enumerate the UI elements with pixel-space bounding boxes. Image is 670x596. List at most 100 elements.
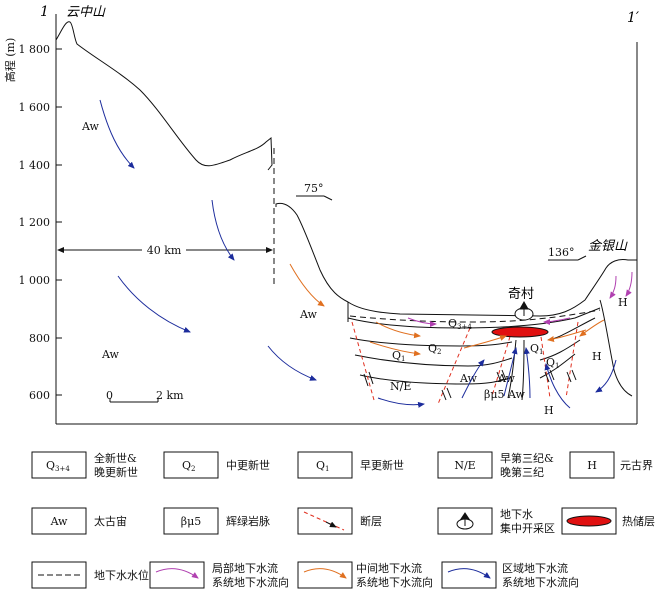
y-tick-800: 800: [29, 332, 50, 345]
basin-boundaries: [347, 299, 633, 401]
y-axis-ticks: [56, 48, 62, 396]
y-tick-1000: 1 000: [19, 274, 51, 287]
legend-q2-text: 中更新世: [226, 458, 270, 472]
legend-gw-line2: 集中开采区: [500, 521, 555, 535]
y-tick-600: 600: [29, 389, 50, 402]
stratum-aw-label-1: Aw: [81, 120, 99, 133]
thermal-reservoir: [491, 326, 549, 338]
legend-box-bmu: [163, 507, 219, 535]
legend-reservoir-text: 热储层: [622, 514, 655, 528]
stratum-q1-label-far-right: Q1: [546, 356, 560, 370]
legend-q1-symbol: Q1: [316, 459, 330, 473]
legend-fault-line: [303, 511, 345, 531]
legend-bmu-text: 辉绿岩脉: [226, 514, 270, 528]
q1-right-boundary: [539, 339, 581, 361]
legend-reservoir-ellipse: [566, 515, 612, 527]
legend-q1-text: 早更新世: [360, 458, 404, 472]
regional-flow-arrows: [99, 99, 617, 409]
pumping-area-symbol: [514, 300, 534, 321]
stratum-q1-label-left: Q1: [392, 349, 406, 363]
stratum-aw-label-4: Aw: [459, 372, 477, 385]
legend-box-q34: [31, 451, 87, 479]
stratum-ne-label: N/E: [390, 380, 411, 393]
legend-box-intermediate: [297, 561, 353, 589]
stratum-h-label-3: H: [544, 404, 554, 417]
stratum-aw-label-5: Aw: [497, 372, 515, 385]
stratum-bmu5-label: βμ5: [484, 388, 505, 401]
legend-local-arrow: [155, 568, 199, 579]
break-distance-bg: [142, 243, 186, 257]
legend: Q3+4 全新世& 晚更新世 Q2 中更新世 Q1 早更新世 N/E 早第三纪&…: [31, 451, 655, 589]
faults: [351, 321, 579, 405]
q34-base-boundary: [347, 307, 601, 329]
legend-box-aw: [31, 507, 87, 535]
stratum-q34-label: Q3+4: [448, 317, 472, 331]
dike-right-edge: [521, 339, 525, 401]
legend-fault-arrow: [325, 521, 337, 528]
legend-box-h: [569, 451, 615, 479]
village-label: 奇村: [508, 286, 534, 302]
legend-regional-line1: 区域地下水流: [502, 561, 568, 575]
stratum-q2-label: Q2: [428, 342, 442, 356]
dip-marker-right: [548, 255, 587, 261]
y-tick-1600: 1 600: [19, 101, 51, 114]
legend-aw-text: 太古宙: [94, 514, 127, 528]
legend-regional-arrow: [447, 568, 491, 579]
legend-box-q2: [163, 451, 219, 479]
local-flow-arrows: [407, 271, 633, 327]
legend-q34-line1: 全新世&: [94, 451, 137, 465]
scale-bar: [109, 398, 159, 403]
stratum-h-label-2: H: [592, 350, 602, 363]
y-tick-1400: 1 400: [19, 159, 51, 172]
q1-base-boundary: [354, 354, 513, 367]
legend-ne-symbol: N/E: [454, 459, 475, 472]
dip-left-label: 75°: [304, 182, 324, 195]
legend-q34-symbol: Q3+4: [46, 459, 70, 473]
section-end-label: 1′: [627, 10, 640, 26]
stratum-q1-label-right: Q1: [530, 342, 544, 356]
legend-q2-symbol: Q2: [182, 459, 196, 473]
water-table: [349, 309, 601, 323]
q2-base-boundary: [349, 337, 513, 347]
terrain-profile: [55, 21, 637, 317]
section-frame: [55, 14, 638, 425]
legend-regional-line2: 系统地下水流向: [502, 575, 579, 589]
legend-ne-line2: 晚第三纪: [500, 465, 544, 479]
legend-h-symbol: H: [587, 459, 597, 472]
y-tick-1200: 1 200: [19, 216, 51, 229]
fault-slip-marks: [363, 369, 577, 401]
legend-pumping-icon: [456, 512, 474, 530]
legend-watertable-text: 地下水水位: [94, 568, 149, 582]
scale-length: 2 km: [156, 389, 184, 402]
legend-local-line2: 系统地下水流向: [212, 575, 289, 589]
intermediate-flow-arrows: [289, 263, 605, 357]
ne-base-boundary: [359, 374, 511, 385]
legend-local-line1: 局部地下水流: [212, 561, 278, 575]
stratum-aw-label-3: Aw: [299, 308, 317, 321]
legend-box-ne: [437, 451, 493, 479]
stratum-aw-label-6: Aw: [507, 388, 525, 401]
y-tick-1800: 1 800: [19, 43, 51, 56]
peak-right-label: 金银山: [588, 238, 628, 254]
dike-left-edge: [507, 339, 517, 399]
legend-bmu-symbol: βμ5: [181, 515, 202, 528]
legend-aw-symbol: Aw: [50, 515, 68, 528]
dip-right-label: 136°: [548, 246, 575, 259]
legend-box-regional: [441, 561, 497, 589]
ne-right-boundary: [539, 353, 576, 379]
stratum-aw-label-2: Aw: [101, 348, 119, 361]
legend-fault-text: 断层: [360, 514, 382, 528]
legend-box-local: [149, 561, 205, 589]
dip-marker-left: [296, 195, 333, 201]
legend-gw-line1: 地下水: [500, 508, 533, 521]
section-start-label: 1: [40, 4, 49, 20]
stratum-h-label-1: H: [618, 296, 628, 309]
legend-q34-line2: 晚更新世: [94, 465, 138, 479]
legend-h-text: 元古界: [620, 459, 653, 472]
y-axis-label: 高程 (m): [3, 38, 17, 83]
peak-left-label: 云中山: [66, 5, 106, 20]
legend-intermediate-line2: 系统地下水流向: [356, 575, 433, 589]
legend-box-q1: [297, 451, 353, 479]
scale-zero: 0: [106, 389, 113, 402]
